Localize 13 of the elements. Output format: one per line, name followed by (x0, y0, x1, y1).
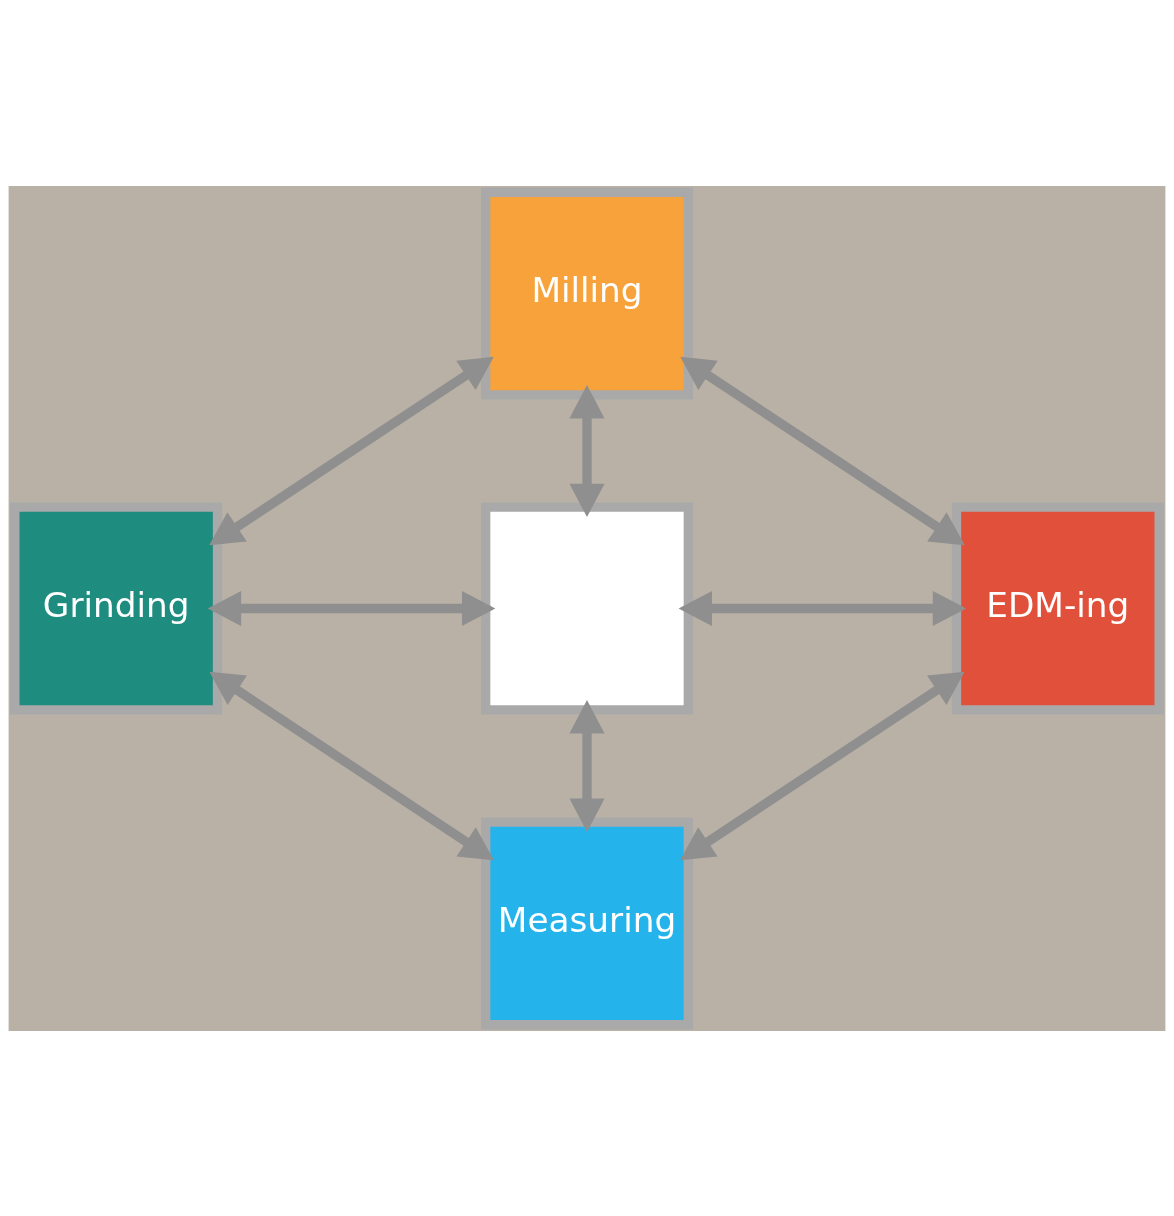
arrow (680, 671, 965, 860)
node-box (481, 502, 693, 714)
arrow (569, 699, 605, 832)
arrow (207, 590, 496, 626)
node-box: Milling (481, 187, 693, 400)
node-box: Grinding (10, 502, 223, 714)
node-box: EDM-ing (951, 502, 1164, 714)
arrow (209, 356, 494, 545)
arrow (209, 671, 494, 860)
arrow (678, 590, 967, 626)
node-box: Measuring (481, 816, 693, 1029)
arrow (680, 356, 965, 545)
arrow (569, 384, 605, 517)
